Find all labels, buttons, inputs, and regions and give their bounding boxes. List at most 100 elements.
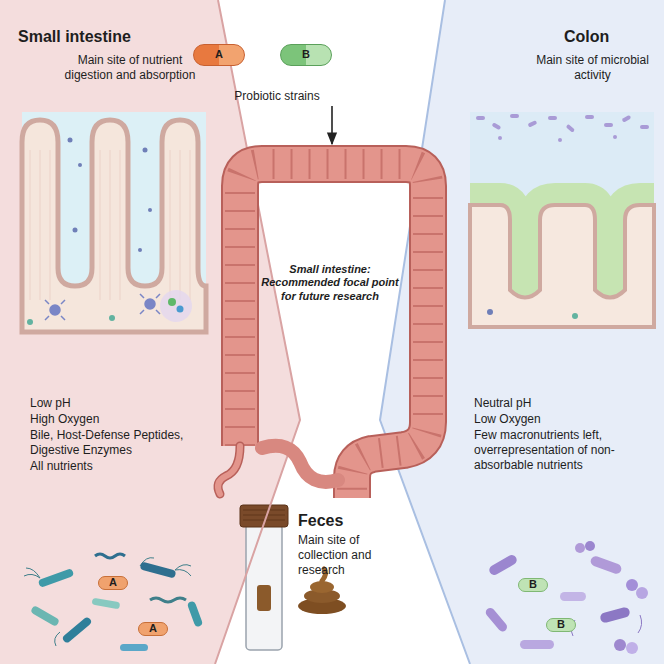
condition-note: Neutral pH bbox=[474, 396, 654, 411]
small-intestine-bacteria-part bbox=[187, 600, 203, 627]
colon-wall-illustration-part-part bbox=[640, 125, 649, 129]
node-heading: Small intestine bbox=[18, 27, 218, 47]
villi-illustration-part bbox=[30, 150, 190, 300]
villi-illustration-part-part bbox=[73, 228, 78, 233]
colon-bacteria-part bbox=[520, 640, 554, 649]
villi-illustration-part bbox=[109, 315, 115, 321]
colon-organ-outline-part bbox=[218, 446, 240, 494]
probiotic-pill: A bbox=[193, 44, 245, 66]
small-intestine-bacteria-part bbox=[150, 598, 186, 602]
condition-note: Low Oxygen bbox=[474, 412, 654, 427]
condition-note: Few macronutrients left, overrepresentat… bbox=[474, 428, 654, 473]
node-letter: A bbox=[149, 622, 157, 635]
colon-wall-illustration-part-part bbox=[548, 116, 557, 120]
colon-wall-illustration bbox=[470, 112, 654, 327]
villi-illustration-part-part bbox=[50, 305, 60, 315]
node-letter: B bbox=[529, 578, 537, 591]
colon-wall-illustration-part bbox=[470, 205, 654, 327]
small-intestine-bacteria-part bbox=[61, 616, 92, 644]
condition-note: All nutrients bbox=[30, 459, 220, 474]
villi-illustration-part bbox=[27, 319, 33, 325]
colon-organ-outline-part bbox=[240, 164, 428, 498]
colon-bacteria-part bbox=[484, 606, 509, 633]
feces-illustration-part bbox=[246, 524, 282, 650]
colon-wall-illustration-part-part bbox=[498, 136, 502, 140]
colon-organ-outline-part bbox=[240, 164, 428, 498]
condition-note: High Oxygen bbox=[30, 412, 220, 427]
node-letter: B bbox=[557, 618, 565, 631]
colon-bacteria-part bbox=[571, 615, 641, 636]
colon-bacteria-part bbox=[626, 579, 638, 591]
node-letter: A bbox=[109, 576, 117, 589]
colon-wall-illustration-part-part bbox=[558, 138, 562, 142]
colon-wall-illustration-part-part bbox=[528, 120, 538, 127]
colon-wall-illustration-part-part bbox=[476, 116, 485, 120]
colon-bacteria-part bbox=[575, 543, 585, 553]
small-intestine-bacteria-part-part bbox=[175, 565, 191, 576]
node-body: Main site of nutrient digestion and abso… bbox=[55, 53, 205, 82]
villi-illustration-part-part bbox=[145, 299, 155, 309]
node-body: Main site of microbial activity bbox=[530, 53, 655, 82]
probiotic-pill: B bbox=[280, 44, 332, 66]
section-body: Main site of collection and research bbox=[298, 533, 398, 578]
condition-note: Low pH bbox=[30, 396, 220, 411]
colon-bacteria-part bbox=[560, 592, 586, 601]
colon-bacteria-part bbox=[589, 555, 622, 575]
colon-bacteria-part bbox=[636, 587, 648, 599]
small-intestine-bacteria-part bbox=[38, 568, 75, 588]
small-intestine-bacteria-part bbox=[92, 598, 121, 610]
probiotic-group: Probiotic strains A B bbox=[190, 40, 340, 104]
small-intestine-bacteria-part bbox=[95, 554, 125, 558]
colon-organ-outline-part bbox=[218, 446, 240, 494]
colon-wall-illustration-part-part bbox=[622, 115, 632, 123]
small-intestine-bacteria-part bbox=[30, 605, 60, 627]
villi-illustration-part bbox=[160, 290, 192, 322]
colon-wall-illustration-part-part bbox=[585, 115, 594, 119]
villi-illustration-part-part bbox=[140, 294, 160, 314]
colon-bacteria-part bbox=[626, 642, 638, 654]
bacterium: B bbox=[518, 578, 548, 592]
colon-wall-illustration-part-part bbox=[510, 114, 519, 118]
small-intestine-bacteria-part bbox=[24, 558, 191, 646]
villi-illustration-part-part bbox=[143, 148, 148, 153]
villi-illustration-part-part bbox=[45, 300, 65, 320]
villi-illustration-part bbox=[68, 138, 153, 253]
node-letter: B bbox=[302, 48, 310, 61]
colon-wall-illustration-part bbox=[470, 112, 654, 327]
small-intestine-bacteria-part bbox=[140, 561, 177, 578]
colon-organ-outline-part bbox=[240, 164, 428, 498]
bacterium: A bbox=[138, 622, 168, 636]
colon-bacteria-part bbox=[488, 553, 519, 577]
small-intestine-bacteria-part bbox=[120, 644, 148, 651]
colon-wall-illustration-part-part bbox=[492, 122, 502, 130]
villi-illustration-part-part bbox=[138, 248, 142, 252]
node-heading: Small intestine: Recommended focal point… bbox=[255, 263, 405, 303]
colon-wall-illustration-part-part bbox=[566, 124, 575, 133]
colon-wall-illustration-part-part bbox=[613, 135, 617, 139]
bacterium: A bbox=[98, 576, 128, 590]
villi-illustration-part bbox=[177, 306, 184, 313]
region-panel-outline bbox=[332, 0, 664, 664]
colon-bacteria-part bbox=[599, 606, 631, 623]
small-intestine-bacteria bbox=[24, 554, 203, 651]
section-heading: Feces bbox=[298, 511, 388, 531]
node-heading: Probiotic strains bbox=[218, 89, 336, 104]
bacterium: B bbox=[546, 618, 576, 632]
colon-bacteria-part bbox=[585, 541, 595, 551]
feces-illustration-part bbox=[257, 585, 271, 611]
villi-illustration-part-part bbox=[68, 138, 73, 143]
villi-illustration-part bbox=[168, 298, 176, 306]
node-letter: A bbox=[215, 48, 223, 61]
small-intestine-bacteria-part-part bbox=[24, 568, 40, 578]
colon-wall-illustration-part bbox=[476, 114, 649, 142]
flow-arrow bbox=[331, 106, 333, 144]
colon-organ-outline-part bbox=[262, 446, 338, 482]
colon-bacteria bbox=[484, 541, 648, 654]
colon-organ-outline bbox=[205, 145, 455, 510]
villi-illustration-part bbox=[45, 294, 160, 320]
villi-illustration bbox=[22, 112, 206, 332]
villi-illustration-part bbox=[22, 112, 206, 332]
feces-illustration-part bbox=[243, 510, 285, 520]
colon-wall-illustration-part bbox=[572, 313, 578, 319]
